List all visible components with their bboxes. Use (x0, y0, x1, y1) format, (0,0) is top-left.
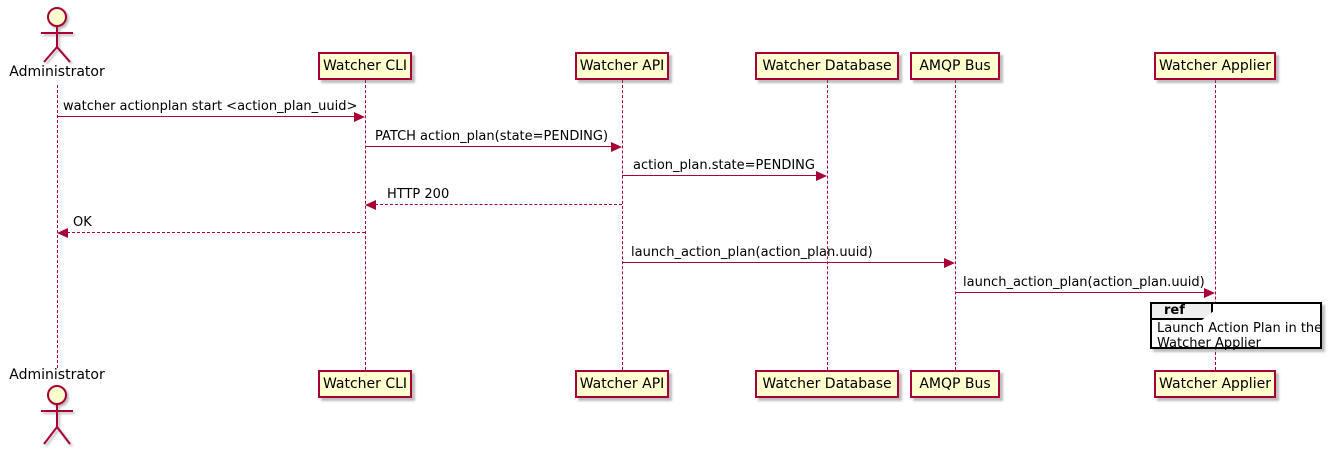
participant-watcher-cli-bottom: Watcher CLI (318, 370, 412, 398)
message-2: PATCH action_plan(state=PENDING) (365, 129, 622, 152)
ref-keyword: ref (1151, 303, 1213, 320)
participant-administrator-bottom: Administrator (9, 367, 105, 383)
message-6: launch_action_plan(action_plan.uuid) (622, 245, 955, 268)
lifeline-amqp-bus (955, 80, 956, 370)
message-5-label: OK (73, 215, 92, 230)
message-7-arrowhead-icon (1204, 288, 1215, 298)
participant-watcher-applier-bottom: Watcher Applier (1154, 370, 1276, 398)
participant-watcher-api-bottom: Watcher API (575, 370, 669, 398)
message-2-line (365, 146, 617, 147)
message-5: OK (57, 215, 365, 238)
message-1-arrowhead-icon (354, 112, 365, 122)
message-6-label: launch_action_plan(action_plan.uuid) (631, 245, 873, 260)
message-3-arrowhead-icon (816, 171, 827, 181)
message-4-label: HTTP 200 (387, 187, 450, 202)
participant-watcher-database-top: Watcher Database (755, 52, 899, 80)
message-3-line (622, 175, 822, 176)
message-4-arrowhead-icon (365, 200, 376, 210)
actor-icon (41, 385, 73, 445)
participant-watcher-cli-top: Watcher CLI (318, 52, 412, 80)
message-1-label: watcher actionplan start <action_plan_uu… (63, 99, 358, 114)
message-3-label: action_plan.state=PENDING (633, 158, 815, 173)
message-5-arrowhead-icon (57, 228, 68, 238)
message-2-arrowhead-icon (611, 142, 622, 152)
message-2-label: PATCH action_plan(state=PENDING) (375, 129, 609, 144)
lifeline-watcher-api (622, 80, 623, 370)
message-3: action_plan.state=PENDING (622, 158, 827, 181)
participant-watcher-api-top: Watcher API (575, 52, 669, 80)
participant-administrator-top: Administrator (9, 64, 105, 80)
message-7: launch_action_plan(action_plan.uuid) (955, 275, 1215, 298)
message-7-line (955, 292, 1210, 293)
lifeline-watcher-database (827, 80, 828, 370)
lifeline-administrator (57, 85, 58, 368)
message-4: HTTP 200 (365, 187, 622, 210)
message-7-label: launch_action_plan(action_plan.uuid) (963, 275, 1205, 290)
message-1-line (57, 116, 360, 117)
message-6-arrowhead-icon (944, 258, 955, 268)
ref-text-line1: Launch Action Plan in the (1157, 321, 1323, 336)
actor-icon (41, 7, 73, 63)
participant-watcher-database-bottom: Watcher Database (755, 370, 899, 398)
participant-amqp-bus-bottom: AMQP Bus (910, 370, 1000, 398)
ref-text-line2: Watcher Applier (1157, 336, 1261, 351)
lifeline-watcher-applier (1215, 80, 1216, 370)
message-6-line (622, 262, 950, 263)
message-5-line (62, 232, 365, 233)
participant-amqp-bus-top: AMQP Bus (910, 52, 1000, 80)
ref-fragment: ref Launch Action Plan in the Watcher Ap… (1150, 302, 1323, 351)
ref-text: Launch Action Plan in the Watcher Applie… (1157, 321, 1323, 351)
message-4-line (370, 204, 622, 205)
participant-watcher-applier-top: Watcher Applier (1154, 52, 1276, 80)
lifeline-watcher-cli (365, 80, 366, 370)
message-1: watcher actionplan start <action_plan_uu… (57, 99, 365, 122)
